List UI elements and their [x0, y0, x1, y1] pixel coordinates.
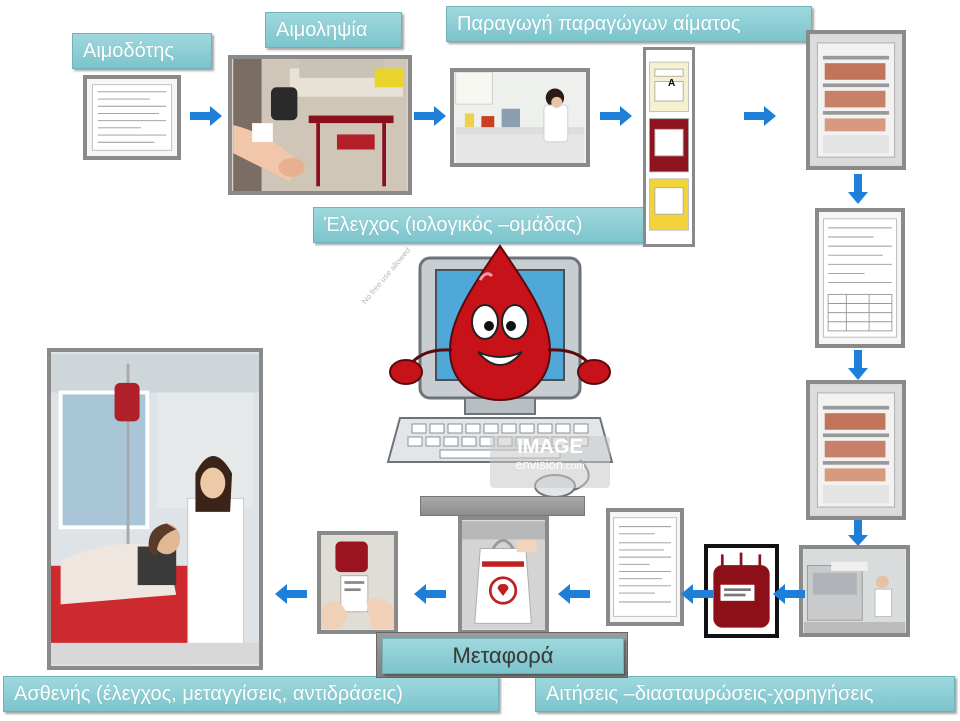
label-donor: Αιμοδότης	[72, 33, 212, 69]
collection-photo	[228, 55, 412, 195]
arrow-left-4	[414, 584, 446, 604]
red-blood-bag-image	[704, 544, 779, 638]
blood-bags-photo: A	[643, 47, 695, 247]
lab-equipment-photo	[799, 545, 910, 637]
arrow-left-2	[681, 584, 713, 604]
label-production: Παραγωγή παραγώγων αίματος	[446, 6, 812, 42]
arrow-down-2	[848, 350, 868, 380]
test-form-image	[815, 208, 905, 348]
donor-form-image	[83, 75, 181, 160]
label-transport-overlay: Μεταφορά	[382, 638, 624, 674]
bedside-check-photo	[317, 531, 398, 634]
computer-mascot-illustration: IMAGE envision.com No free use allowed	[350, 240, 640, 508]
arrow-down-1	[848, 174, 868, 204]
label-collection: Αιμοληψία	[265, 12, 402, 48]
watermark-logo: IMAGE envision.com	[490, 436, 610, 488]
transport-stand	[420, 496, 585, 516]
patient-photo	[47, 348, 263, 670]
arrow-right-2	[414, 106, 446, 126]
storage-fridge-photo	[806, 30, 906, 170]
arrow-right-4	[744, 106, 776, 126]
watermark-brand-suffix: .com	[563, 461, 585, 472]
bag-letter: A	[668, 78, 676, 89]
lab-photo	[450, 68, 590, 167]
arrow-left-1	[773, 584, 805, 604]
arrow-right-1	[190, 106, 222, 126]
watermark-brand-top: IMAGE	[517, 436, 583, 458]
arrow-left-5	[275, 584, 307, 604]
arrow-left-3	[558, 584, 590, 604]
label-patient: Ασθενής (έλεγχος, μεταγγίσεις, αντιδράσε…	[3, 676, 499, 712]
arrow-right-3	[600, 106, 632, 126]
storage-fridge-2-photo	[806, 380, 906, 520]
label-requests: Αιτήσεις –διασταυρώσεις-χορηγήσεις	[535, 676, 955, 712]
watermark-brand-bottom: envision	[515, 457, 564, 472]
transport-bag-photo	[458, 516, 549, 634]
label-testing: Έλεγχος (ιολογικός –ομάδας)	[313, 207, 651, 243]
arrow-down-3	[848, 520, 868, 546]
request-form-image	[606, 508, 684, 626]
